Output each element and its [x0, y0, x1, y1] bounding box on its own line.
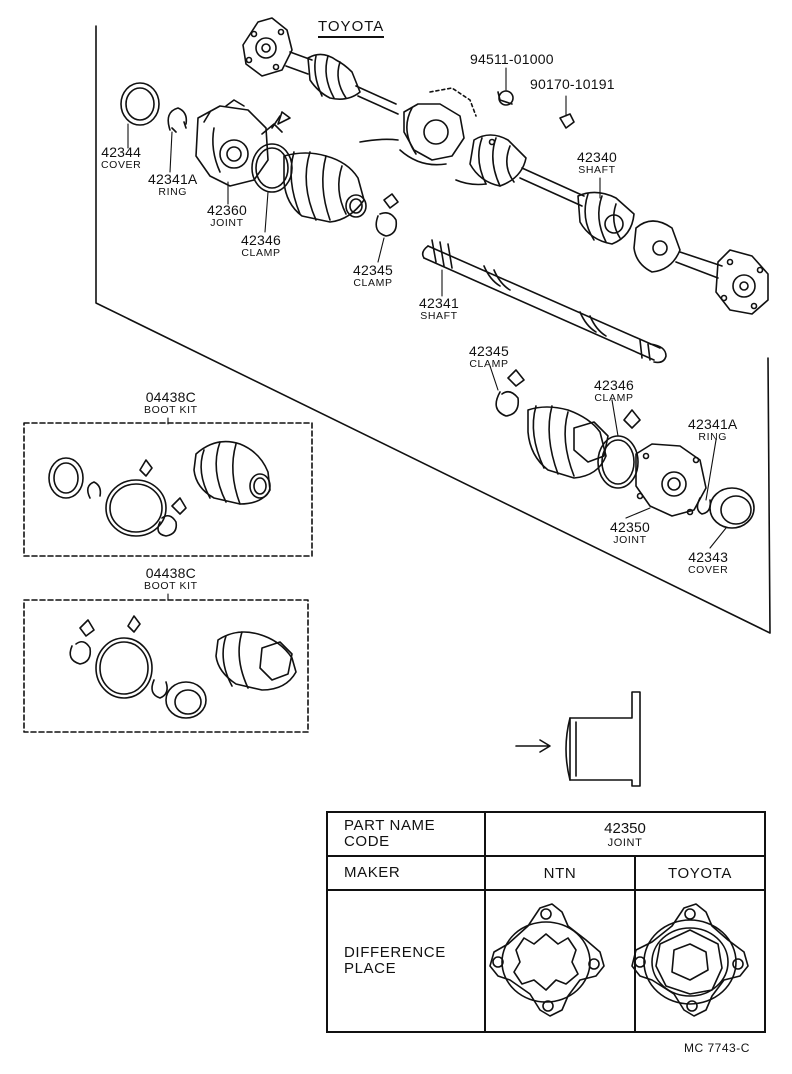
cap-detail-drawing: [515, 691, 641, 787]
arrow-icon: [515, 739, 551, 753]
leader-lines: [127, 67, 727, 601]
outboard-parts-drawing: [495, 369, 755, 529]
table-maker-ntn: NTN: [484, 855, 636, 891]
table-header-maker: MAKER: [326, 855, 486, 891]
inboard-parts-drawing: [120, 82, 399, 237]
boot-kit-2-drawing: [69, 615, 297, 719]
label-94511: 94511-01000: [470, 51, 554, 67]
table-maker-toyota: TOYOTA: [634, 855, 766, 891]
table-cell-toyota-drawing: [634, 889, 766, 1033]
table-header-part-name-code: PART NAME CODE: [326, 811, 486, 857]
table-cell-ntn-drawing: [484, 889, 636, 1033]
assembly-frame: [95, 25, 771, 634]
footer-code: MC 7743-C: [684, 1041, 750, 1055]
boot-kit-1-drawing: [48, 440, 271, 537]
axle-assembly-drawing: [242, 17, 769, 315]
table-header-difference-place: DIFFERENCE PLACE: [326, 889, 486, 1033]
boot-kit-box-2: [23, 599, 309, 733]
label-90170: 90170-10191: [530, 76, 615, 92]
shaft-42341-drawing: [421, 239, 667, 364]
brand-title: TOYOTA: [318, 18, 385, 38]
